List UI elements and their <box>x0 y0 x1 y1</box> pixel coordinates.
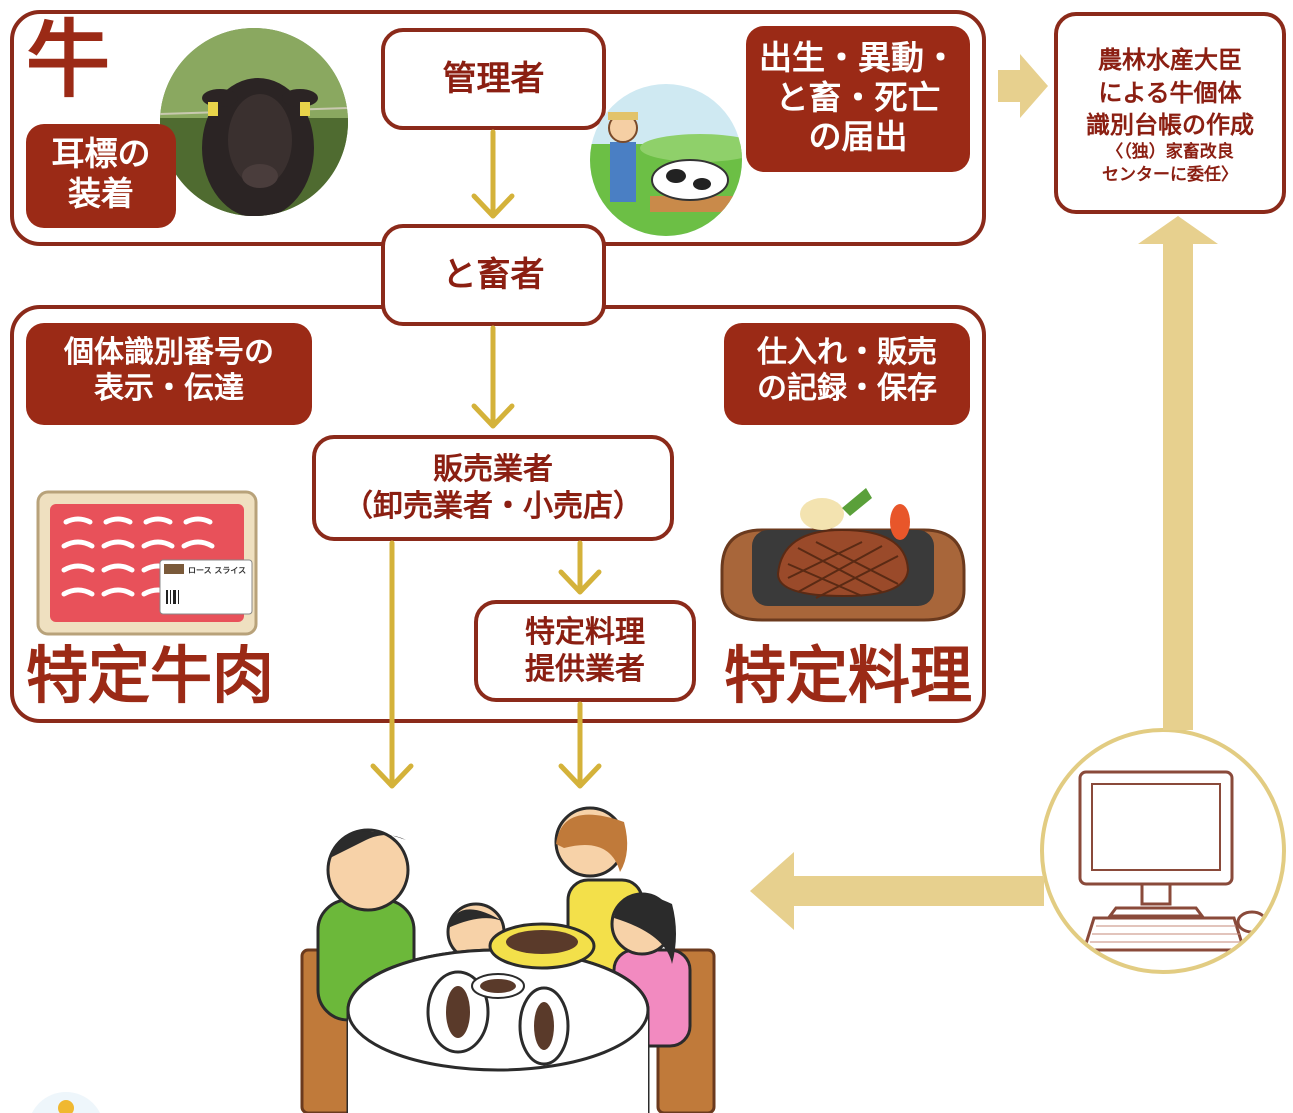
dish-title: 特定料理 <box>724 639 973 712</box>
arrow-computer-to-consumers <box>790 876 1044 906</box>
arrow-computer-to-registry <box>1163 240 1193 730</box>
manager-node: 管理者 <box>381 28 606 130</box>
display-duty-label: 個体識別番号の 表示・伝達 <box>26 323 312 425</box>
corner-decoration <box>26 1090 106 1113</box>
notification-label: 出生・異動・ と畜・死亡 の届出 <box>746 26 970 172</box>
cow-photo <box>160 28 348 216</box>
slaughterer-node: と畜者 <box>381 224 606 326</box>
seller-node: 販売業者 （卸売業者・小売店） <box>312 435 674 541</box>
beef-title: 特定牛肉 <box>26 639 275 712</box>
beef-pack-illustration: ロース スライス <box>36 490 258 636</box>
family-dining-illustration <box>298 800 718 1113</box>
computer-illustration <box>1040 728 1286 974</box>
arrow-to-registry <box>998 54 1048 118</box>
farmer-illustration <box>590 84 742 236</box>
ear-tag-label: 耳標の 装着 <box>26 124 176 228</box>
records-duty-label: 仕入れ・販売 の記録・保存 <box>724 323 970 425</box>
registry-node: 農林水産大臣 による牛個体 識別台帳の作成 〈（独）家畜改良 センターに委任〉 <box>1054 12 1286 214</box>
meat-pack-label: ロース スライス <box>188 566 246 575</box>
restaurant-node: 特定料理 提供業者 <box>474 600 696 702</box>
steak-illustration <box>712 470 974 638</box>
cattle-title: 牛 <box>26 11 111 109</box>
